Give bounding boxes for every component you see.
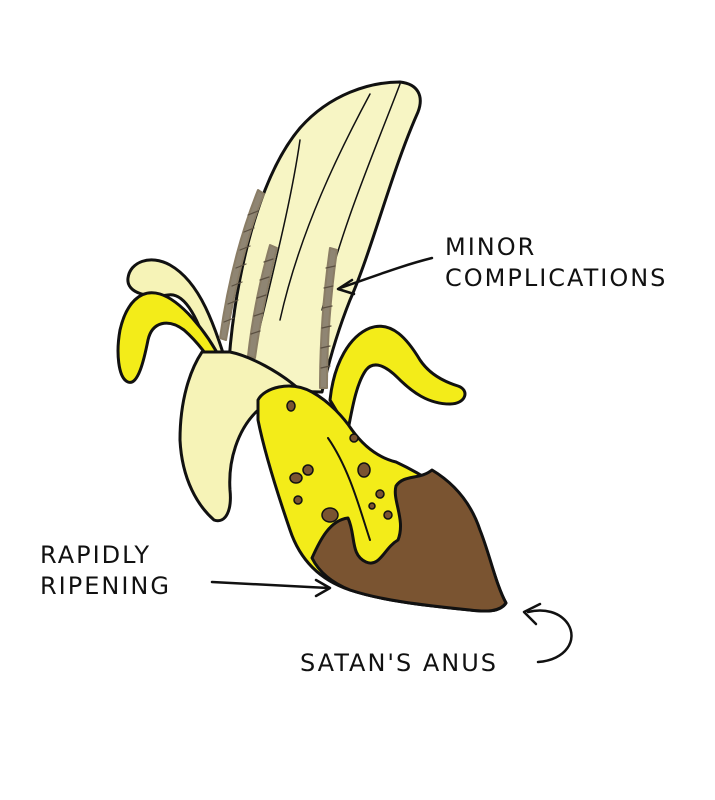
rot-spot	[293, 495, 303, 505]
arrow-minor	[338, 256, 434, 290]
label-ripe-line-2: RIPENING	[40, 572, 171, 600]
arrowhead-minor	[336, 278, 356, 296]
arrow-ripe	[210, 580, 330, 590]
rot-spot	[383, 510, 393, 520]
rot-spot	[286, 400, 296, 412]
peel-crease	[327, 437, 371, 541]
label-rapidly-ripening: RAPIDLY RIPENING	[40, 540, 171, 602]
label-minor-line-2: COMPLICATIONS	[445, 264, 668, 292]
label-satans-anus: SATAN'S ANUS	[300, 649, 499, 677]
strand-hatch-3	[320, 265, 336, 369]
strand-hatch-2	[250, 258, 274, 335]
rot-spots	[286, 400, 393, 523]
rot-spot	[321, 507, 339, 523]
back-peel-flap	[126, 258, 234, 384]
rot-spot	[375, 489, 385, 499]
right-peel-flap	[328, 324, 467, 432]
label-ripe-line-1: RAPIDLY	[40, 541, 151, 569]
flesh-ridge-3	[279, 93, 371, 321]
rot-spot	[368, 502, 376, 510]
strand-2	[247, 244, 278, 359]
rot-spot	[289, 472, 303, 484]
callout-arrows	[210, 256, 573, 664]
rot-spot	[302, 464, 314, 476]
strand-3	[319, 247, 338, 389]
left-peel-flap	[116, 291, 224, 384]
rot-spot	[357, 462, 371, 478]
strand-hatch-1	[223, 210, 259, 323]
arrow-anus	[526, 609, 573, 664]
label-minor-line-1: MINOR	[445, 233, 537, 261]
arrowhead-anus	[522, 602, 542, 626]
arrowhead-ripe	[314, 578, 332, 598]
label-minor-complications: MINOR COMPLICATIONS	[445, 232, 667, 294]
strand-hatching	[223, 210, 336, 369]
rot-spot	[349, 433, 359, 443]
rot-patch	[310, 468, 508, 613]
